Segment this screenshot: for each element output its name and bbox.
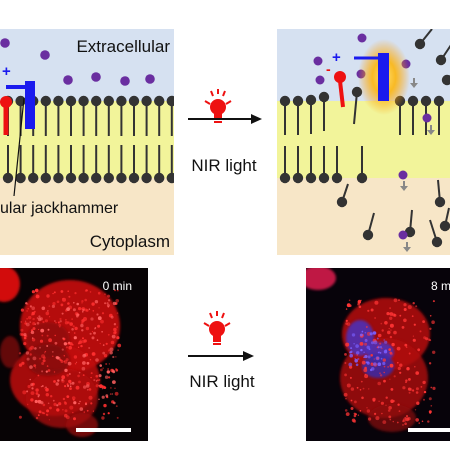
lipid-molecule [305, 94, 317, 134]
scale-bar [76, 428, 131, 432]
membrane-panel-before: + [0, 29, 174, 255]
lipid-molecule [78, 95, 89, 184]
lipid-molecule [305, 146, 317, 184]
cytoplasm-region [0, 178, 174, 255]
membrane-region [277, 101, 450, 178]
molecule [422, 113, 432, 123]
lipid-molecule [141, 95, 152, 184]
micrograph-before [0, 268, 148, 441]
timestamp-after: 8 m [431, 279, 450, 293]
lipid-molecule [292, 95, 304, 135]
lipid-molecule [362, 212, 375, 241]
scale-bar [408, 428, 450, 432]
down-arrow [427, 125, 435, 135]
molecule [40, 50, 50, 60]
lipid-molecule [15, 95, 26, 184]
jackhammer-rod [378, 53, 389, 101]
plus-sign: + [2, 63, 11, 80]
pointer-line [13, 97, 25, 197]
arrowhead-top [251, 114, 262, 124]
jackhammer-rod [25, 81, 35, 129]
lipid-molecule [292, 146, 304, 184]
red-head [0, 96, 12, 108]
nir-bulb-icon [204, 89, 232, 123]
membrane-panel-after: + - [277, 29, 450, 255]
extracellular-label: Extracellular [76, 37, 170, 56]
lipid-molecule [441, 74, 450, 86]
lipid-molecule [166, 95, 174, 184]
lipid-molecule [433, 95, 445, 135]
nir-bulb-icon [203, 311, 231, 345]
lipid-molecule [103, 95, 115, 184]
lipid-molecule [40, 95, 51, 184]
lipid-molecule [65, 95, 77, 184]
lipid-molecule [53, 95, 64, 184]
lipid-molecule [318, 91, 330, 131]
molecule-group [0, 38, 155, 86]
down-arrow [400, 181, 408, 191]
molecule [145, 74, 155, 84]
lipid-molecule [154, 95, 165, 184]
influx-arrows [400, 78, 435, 252]
molecule [357, 33, 367, 43]
lipid-molecule [116, 95, 127, 184]
lipid-molecule [407, 95, 419, 135]
timestamp-before: 0 min [103, 279, 132, 293]
lipid-molecule [331, 146, 343, 184]
molecule [0, 38, 10, 48]
molecule [63, 75, 73, 85]
lipid-molecule [279, 95, 291, 135]
red-stick [338, 80, 345, 108]
arrowhead-bottom [243, 351, 254, 361]
molecule [398, 170, 408, 180]
molecule [315, 75, 325, 85]
lipid-molecule [414, 29, 433, 50]
lipid-molecule [439, 207, 450, 232]
minus-sign: - [326, 61, 331, 77]
molecule [120, 76, 130, 86]
lipid-molecule [336, 183, 349, 208]
plus-sign: + [332, 49, 341, 66]
cell-texture [0, 268, 122, 437]
red-head [334, 71, 346, 83]
lipid-molecule [429, 219, 443, 248]
lipid-molecule [434, 179, 446, 208]
molecule [398, 230, 408, 240]
jackhammer-label: ular jackhammer [0, 200, 119, 217]
lipid-molecule [435, 44, 450, 66]
down-arrow [403, 242, 411, 252]
lipid-molecule [128, 95, 140, 184]
lipid-molecule [279, 146, 291, 184]
micrograph-after [306, 268, 450, 441]
lipid-molecule [318, 146, 330, 184]
down-arrow [410, 78, 418, 88]
nir-label-bottom: NIR light [189, 372, 254, 391]
molecule [91, 72, 101, 82]
lipid-bilayer-disrupted [279, 29, 450, 248]
cytoplasm-label: Cytoplasm [90, 232, 170, 251]
cell-texture [306, 268, 436, 432]
cytoplasm-region [277, 178, 450, 255]
molecule [313, 56, 323, 66]
lipid-molecule [91, 95, 102, 184]
lipid-molecule [356, 146, 368, 184]
nir-label-top: NIR light [191, 156, 256, 175]
